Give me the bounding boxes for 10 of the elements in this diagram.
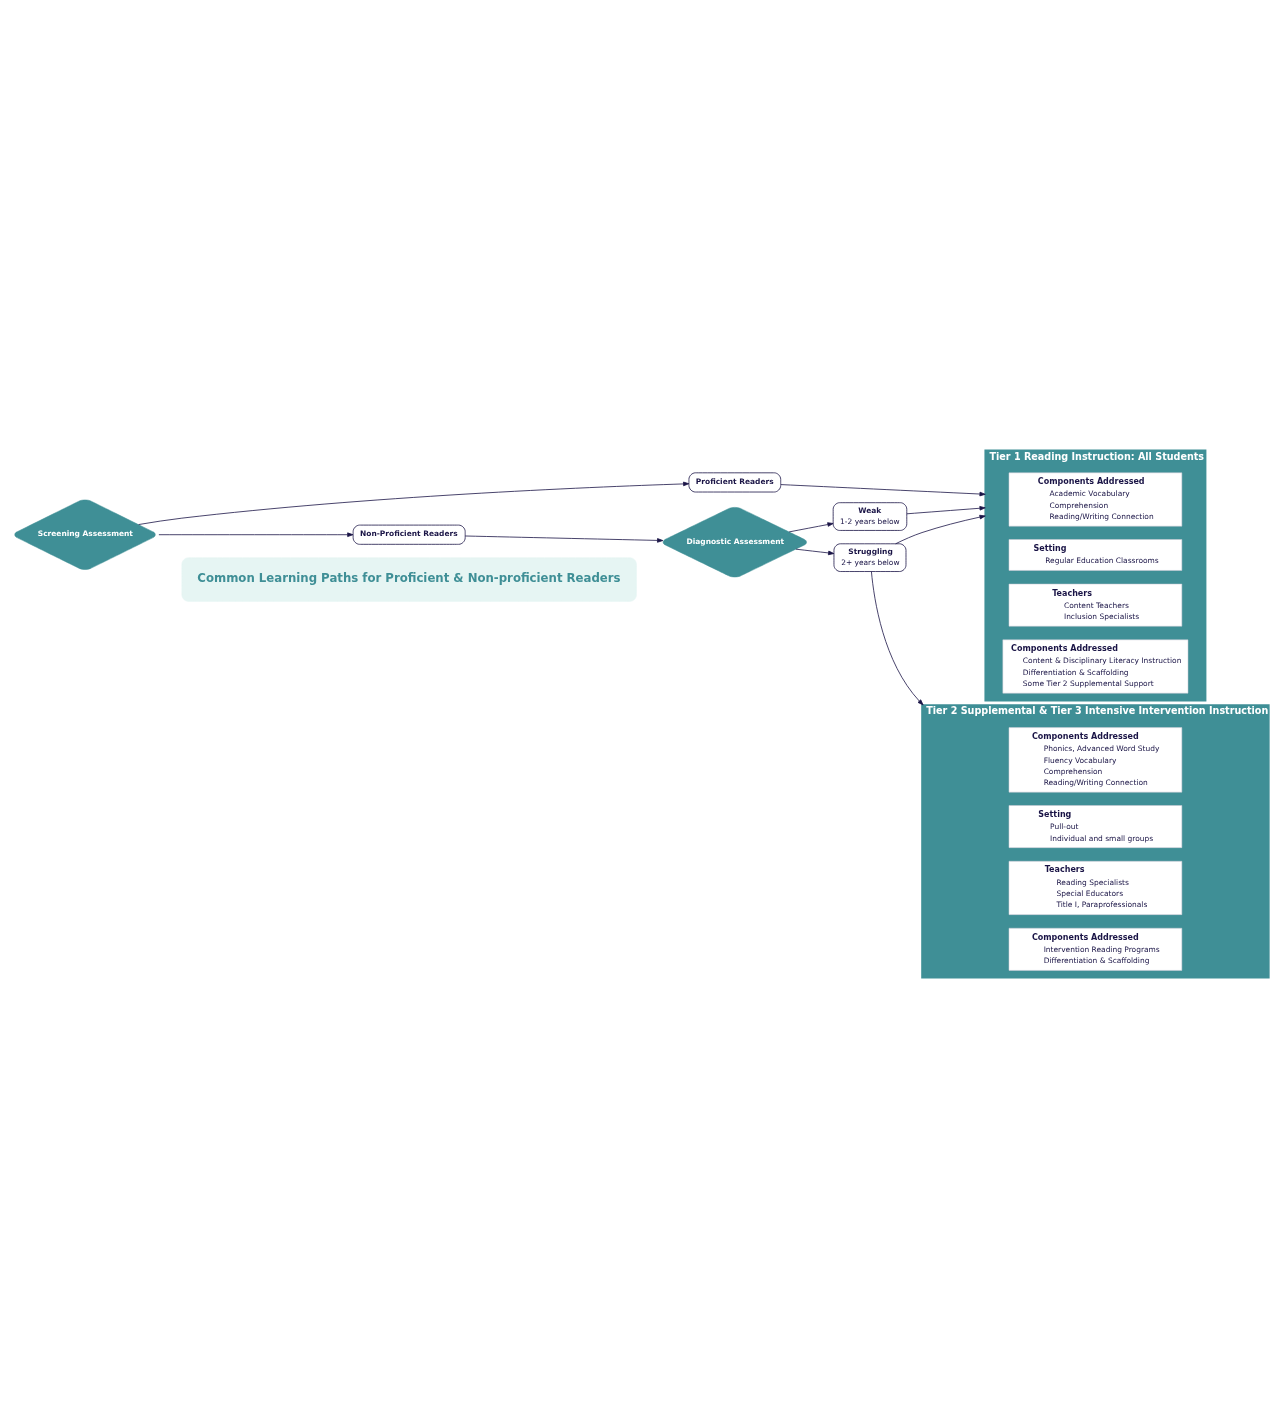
arrow [138,481,690,525]
arrow [158,531,354,537]
arrow [895,514,986,544]
arrow [780,483,986,496]
arrow [788,521,834,532]
arrow [906,505,986,514]
arrow [795,548,835,555]
arrow [464,535,664,543]
node-box: Common Learning Paths for Proficient & Non-proficient Readers [181,556,637,602]
arrow [871,570,924,705]
